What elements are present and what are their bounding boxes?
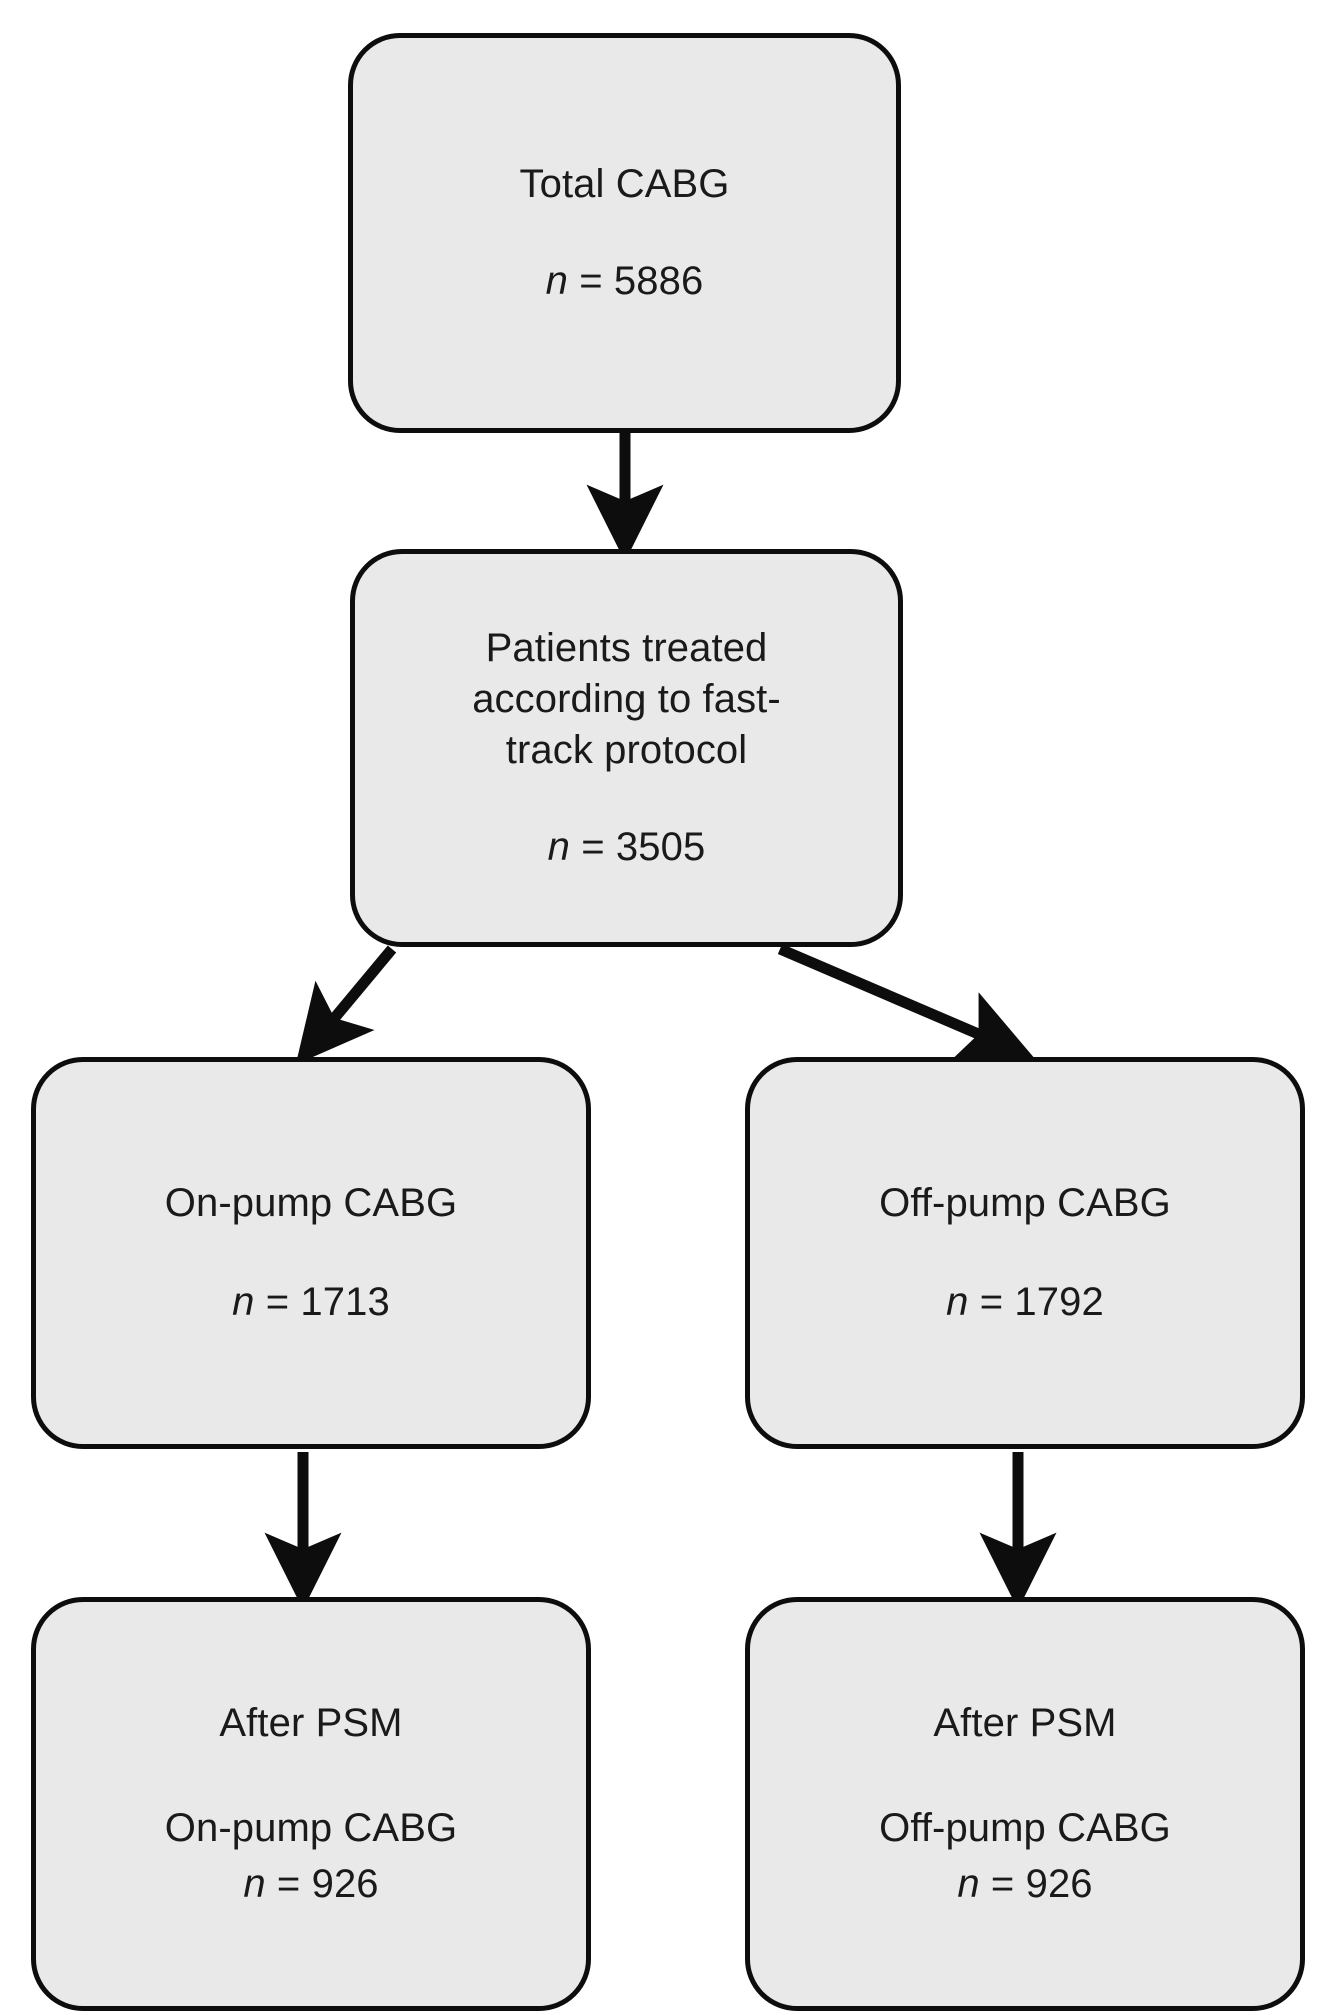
- edge-fasttrack-to-offpump: [777, 943, 1035, 1063]
- edge-fasttrack-to-onpump: [295, 945, 397, 1065]
- n-symbol: n: [547, 825, 571, 870]
- node-psm-on-pump-cabg-subtitle: On-pump CABG: [164, 1806, 458, 1851]
- equals-sign: =: [968, 1280, 1015, 1324]
- equals-sign: =: [265, 1861, 312, 1906]
- node-psm-on-pump-cabg-count: n = 926: [243, 1859, 378, 1910]
- n-symbol: n: [957, 1861, 980, 1906]
- node-total-cabg-title: Total CABG: [519, 161, 730, 206]
- node-off-pump-cabg[interactable]: Off-pump CABG n = 1792: [745, 1057, 1305, 1449]
- equals-sign: =: [568, 259, 614, 303]
- node-fast-track-protocol-title: Patients treated according to fast- trac…: [472, 625, 781, 772]
- node-off-pump-cabg-title: Off-pump CABG: [879, 1180, 1171, 1225]
- node-off-pump-cabg-count: n = 1792: [946, 1277, 1104, 1328]
- node-on-pump-cabg-count: n = 1713: [232, 1277, 390, 1328]
- n-symbol: n: [545, 259, 569, 303]
- node-on-pump-cabg[interactable]: On-pump CABG n = 1713: [31, 1057, 591, 1449]
- equals-sign: =: [979, 1861, 1026, 1906]
- count-value: 1713: [300, 1280, 390, 1324]
- node-total-cabg-count: n = 5886: [546, 256, 704, 307]
- equals-sign: =: [570, 825, 616, 870]
- equals-sign: =: [254, 1280, 301, 1324]
- n-symbol: n: [232, 1280, 255, 1324]
- count-value: 926: [311, 1861, 379, 1906]
- node-fast-track-protocol-count: n = 3505: [548, 822, 706, 873]
- node-psm-off-pump-cabg[interactable]: After PSM Off-pump CABG n = 926: [745, 1597, 1305, 2011]
- count-value: 3505: [615, 825, 706, 870]
- node-psm-off-pump-cabg-title: After PSM: [933, 1701, 1117, 1746]
- count-value: 926: [1025, 1861, 1093, 1906]
- node-psm-on-pump-cabg[interactable]: After PSM On-pump CABG n = 926: [31, 1597, 591, 2011]
- node-psm-on-pump-cabg-title: After PSM: [219, 1701, 403, 1746]
- n-symbol: n: [946, 1280, 969, 1324]
- n-symbol: n: [243, 1861, 266, 1906]
- node-fast-track-protocol[interactable]: Patients treated according to fast- trac…: [350, 549, 903, 947]
- node-total-cabg[interactable]: Total CABG n = 5886: [348, 33, 901, 433]
- count-value: 5886: [613, 259, 704, 303]
- node-on-pump-cabg-title: On-pump CABG: [164, 1180, 458, 1225]
- count-value: 1792: [1014, 1280, 1104, 1324]
- node-psm-off-pump-cabg-count: n = 926: [957, 1859, 1092, 1910]
- node-psm-off-pump-cabg-subtitle: Off-pump CABG: [879, 1806, 1171, 1851]
